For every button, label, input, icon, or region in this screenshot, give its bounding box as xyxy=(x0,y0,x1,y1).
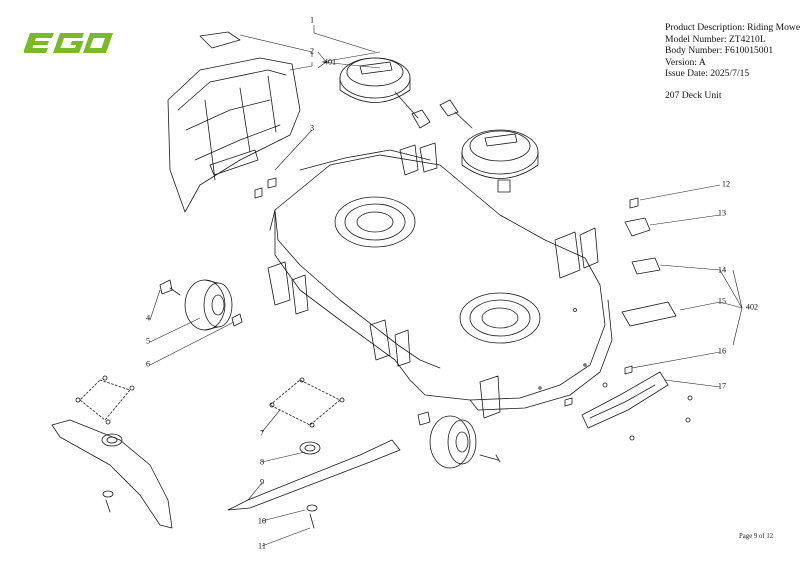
callout-5: 5 xyxy=(145,336,151,346)
front-wheel-left xyxy=(184,279,233,331)
callout-11: 11 xyxy=(258,541,266,551)
front-wheel-right xyxy=(429,415,501,469)
callout-401: 401 xyxy=(323,57,337,67)
callout-14: 14 xyxy=(717,265,727,275)
discharge-chute xyxy=(167,31,301,213)
mower-deck xyxy=(267,142,613,419)
callout-2: 2 xyxy=(309,46,315,56)
decal-15 xyxy=(621,301,677,327)
callout-15: 15 xyxy=(717,296,727,306)
callout-8: 8 xyxy=(259,457,265,467)
motor-2 xyxy=(439,99,539,193)
issue-date: Issue Date: 2025/7/15 xyxy=(665,68,750,80)
section-title: 207 Deck Unit xyxy=(665,89,722,101)
svg-text:™: ™ xyxy=(108,33,112,38)
page-number: Page 9 of 12 xyxy=(739,533,774,540)
motor-1 xyxy=(339,57,431,129)
product-info-block: Product Description: Riding Mower Model … xyxy=(665,22,800,102)
blade-left xyxy=(51,419,173,529)
callout-10: 10 xyxy=(257,516,267,526)
callout-16: 16 xyxy=(717,346,727,356)
callout-7: 7 xyxy=(259,428,265,438)
callout-17: 17 xyxy=(717,381,727,391)
decal-14 xyxy=(631,257,661,275)
version: Version: A xyxy=(665,56,706,68)
callout-4: 4 xyxy=(145,313,151,323)
body-number: Body Number: F610015001 xyxy=(665,45,774,57)
callout-12: 12 xyxy=(721,179,731,189)
model-number: Model Number: ZT4210L xyxy=(665,33,766,45)
callout-13: 13 xyxy=(717,208,727,218)
callout-402: 402 xyxy=(745,302,759,312)
roller-bracket xyxy=(581,371,669,429)
ego-logo: ™ xyxy=(24,33,113,53)
callout-9: 9 xyxy=(259,477,265,487)
callout-3: 3 xyxy=(309,123,315,133)
callout-1: 1 xyxy=(309,15,315,25)
blade-right xyxy=(227,439,401,529)
product-description: Product Description: Riding Mower xyxy=(665,22,800,33)
callout-6: 6 xyxy=(145,359,151,369)
